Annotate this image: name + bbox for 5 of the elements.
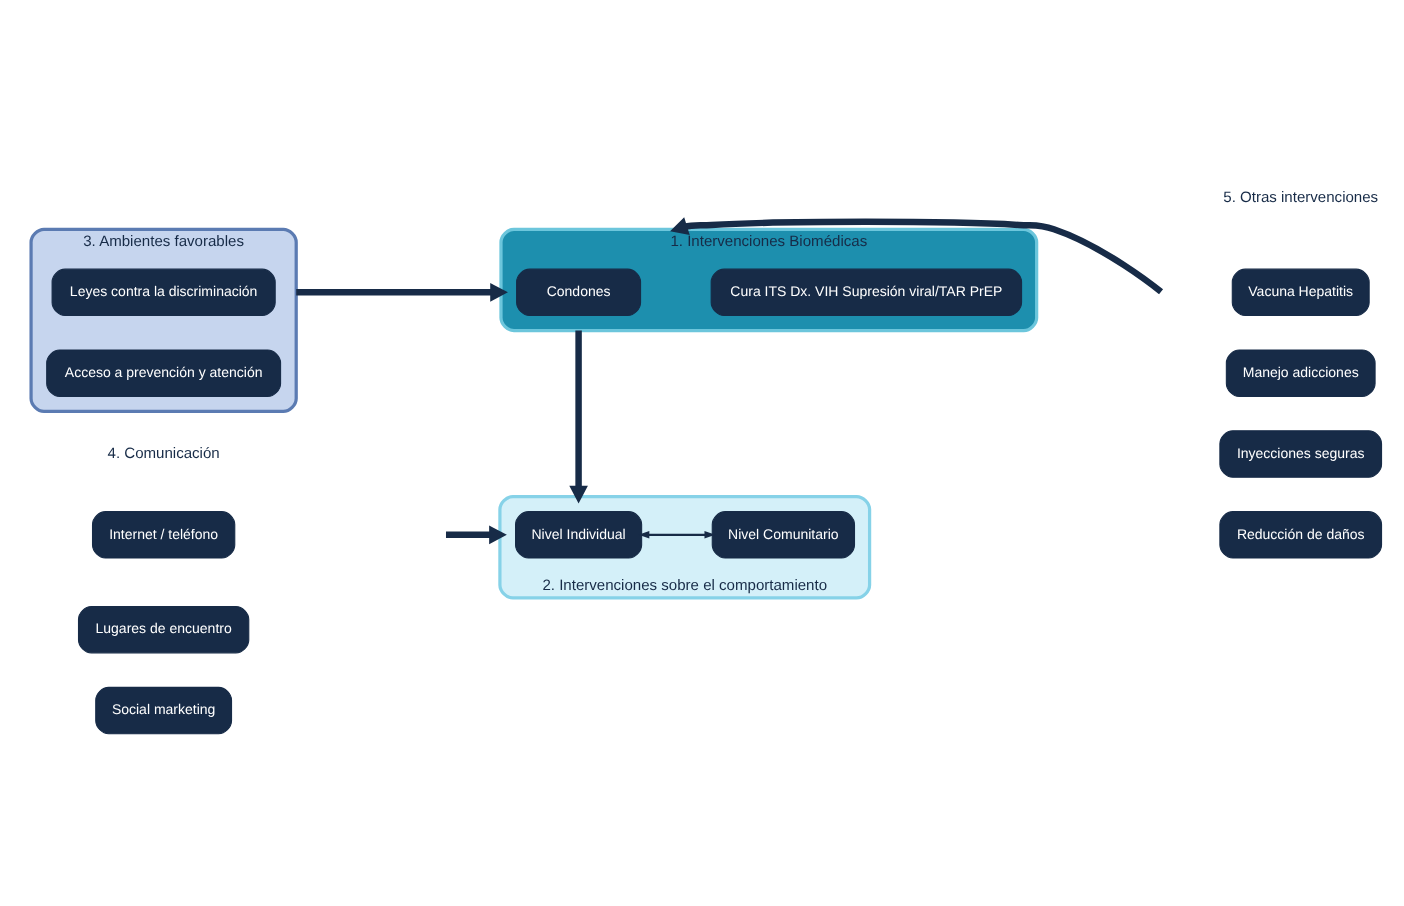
- arrow: [670, 216, 1164, 294]
- arrow: [569, 329, 588, 503]
- arrow: [446, 524, 507, 544]
- arrow: [638, 530, 716, 538]
- arrow: [296, 282, 508, 301]
